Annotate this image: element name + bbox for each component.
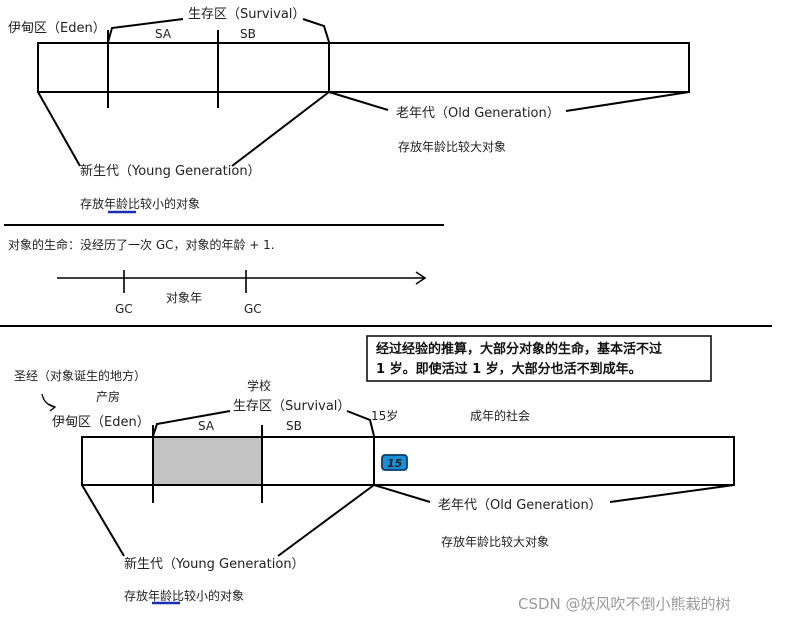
old-gen-pointer-3 — [373, 484, 431, 503]
old-gen-desc-1: 存放年龄比较大对象 — [398, 139, 506, 154]
holy-arrow-head — [47, 403, 57, 412]
eden-label-2: 伊甸区（Eden） — [52, 415, 150, 430]
age-label: 对象年 — [166, 291, 202, 305]
age-15-badge — [381, 454, 408, 471]
gc-label-2: GC — [244, 302, 262, 316]
young-gen-label-1: 新生代（Young Generation） — [80, 163, 261, 179]
experience-note-line-2: 1 岁。即使活过 1 岁，大部分也活不到成年。 — [376, 361, 642, 377]
survival-bracket-right-1 — [302, 18, 330, 43]
young-gen-desc-2: 存放年龄比较小的对象 — [124, 588, 244, 603]
maternity-label: 产房 — [96, 389, 120, 404]
sa-shaded-region — [153, 437, 262, 485]
experience-note-line-1: 经过经验的推算，大部分对象的生命，基本活不过 — [376, 341, 662, 357]
sa-label-2: SA — [198, 419, 215, 433]
young-gen-desc-1: 存放年龄比较小的对象 — [80, 196, 200, 211]
young-brace-right-1 — [231, 91, 330, 167]
survival-bracket-right-2 — [346, 410, 375, 437]
young-brace-left-2 — [81, 484, 125, 557]
experience-note-box — [366, 335, 712, 382]
diagram-2 — [81, 410, 735, 605]
sb-label-2: SB — [286, 419, 302, 433]
survival-label-2: 生存区（Survival） — [233, 399, 350, 414]
old-gen-pointer-2 — [565, 91, 690, 112]
holy-label: 圣经（对象诞生的地方） — [14, 368, 146, 383]
heap-bar-1 — [37, 42, 690, 93]
diagram-1 — [37, 18, 690, 214]
adult-society-label: 成年的社会 — [470, 408, 530, 423]
old-gen-label-2: 老年代（Old Generation） — [438, 498, 602, 513]
watermark: CSDN @妖风吹不倒小熊栽的树 — [518, 595, 731, 613]
young-gen-label-2: 新生代（Young Generation） — [124, 556, 305, 572]
age-15-badge-text: 15 — [387, 457, 403, 470]
age-15-label: 15岁 — [371, 408, 398, 423]
old-gen-desc-2: 存放年龄比较大对象 — [441, 534, 549, 549]
young-brace-right-2 — [277, 484, 375, 557]
sa-label-1: SA — [155, 27, 172, 41]
school-label: 学校 — [247, 378, 271, 393]
survival-bracket-1 — [107, 18, 184, 43]
old-gen-pointer-4 — [609, 484, 735, 503]
holy-arrow — [41, 393, 55, 408]
timeline — [57, 270, 427, 293]
survival-label-1: 生存区（Survival） — [188, 7, 305, 22]
old-gen-label-1: 老年代（Old Generation） — [396, 106, 560, 121]
gc-label-1: GC — [115, 302, 133, 316]
eden-label-1: 伊甸区（Eden） — [8, 21, 106, 36]
old-gen-pointer-1 — [328, 91, 389, 111]
survival-bracket-2 — [152, 410, 231, 437]
object-life-text: 对象的生命：没经历了一次 GC，对象的年龄 + 1. — [8, 237, 275, 252]
timeline-arrowhead — [415, 271, 427, 285]
sb-label-1: SB — [240, 27, 256, 41]
heap-bar-2 — [81, 436, 735, 486]
young-brace-left-1 — [37, 91, 81, 167]
